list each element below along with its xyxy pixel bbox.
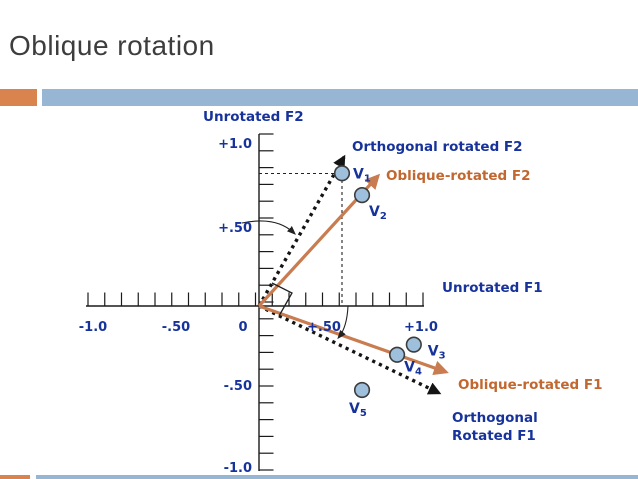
right-angle-marker (271, 282, 293, 317)
orthogonal-rotated-f2-label: Orthogonal rotated F2 (352, 139, 523, 155)
x-tick-label-pos05: +.50 (307, 320, 341, 335)
x-tick-label-neg05: -.50 (162, 320, 190, 335)
y-tick-label-neg1: -1.0 (224, 461, 252, 476)
data-point-label-V3: V3 (428, 344, 446, 362)
footer-accent-orange-bar (0, 475, 30, 479)
data-point-label-V4: V4 (404, 360, 422, 378)
f2-rotation-angle-arrow (241, 220, 296, 235)
data-point-V1 (333, 165, 351, 182)
oblique-rotated-f1-label: Oblique-rotated F1 (458, 377, 603, 393)
data-point-V3 (405, 336, 422, 353)
title-accent-blue-bar (42, 89, 638, 106)
data-point-V4 (389, 346, 406, 363)
x-tick-label-zero: 0 (238, 320, 247, 335)
slide-title: Oblique rotation (9, 30, 215, 61)
footer-accent-blue-bar (36, 475, 638, 479)
data-point-label-V1: V1 (353, 166, 371, 184)
y-tick-label-pos1: +1.0 (218, 137, 252, 152)
y-axis-ticks (259, 133, 274, 471)
unrotated-f1-label: Unrotated F1 (442, 280, 543, 296)
unrotated-f2-label: Unrotated F2 (203, 109, 304, 125)
f1-rotation-angle-arrow (337, 305, 349, 340)
orthogonal-rotated-f1-label-line2: Rotated F1 (452, 428, 536, 444)
x-axis-ticks (87, 292, 424, 306)
x-tick-label-neg1: -1.0 (79, 320, 107, 335)
x-tick-label-pos1: +1.0 (404, 320, 438, 335)
data-point-label-V2: V2 (369, 204, 387, 222)
oblique-rotated-f1-axis (258, 304, 449, 376)
y-tick-label-neg05: -.50 (224, 379, 252, 394)
oblique-rotated-f2-label: Oblique-rotated F2 (386, 168, 531, 184)
data-point-V5 (353, 381, 371, 399)
data-point-V2 (353, 187, 371, 204)
data-point-label-V5: V5 (349, 401, 367, 419)
title-accent-orange-bar (0, 89, 37, 106)
orthogonal-rotated-f2-axis (257, 154, 346, 307)
y-tick-label-pos05: +.50 (218, 221, 252, 236)
orthogonal-rotated-f1-label-line1: Orthogonal (452, 410, 538, 426)
